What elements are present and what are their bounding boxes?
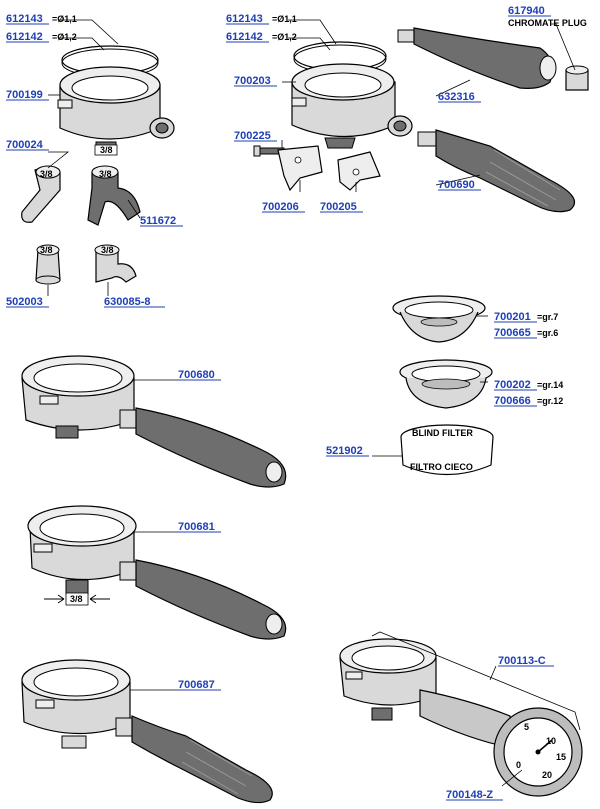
label-632316: 632316 (438, 91, 475, 103)
size-612143-right: =Ø1,1 (272, 14, 297, 24)
thread-markers-left: 3/8 3/8 3/8 3/8 3/8 (40, 144, 118, 255)
label-700202: 700202 (494, 379, 531, 391)
label-612142-left: 612142 (6, 31, 43, 43)
pressure-gauge-700148-z: 10 15 20 5 0 (493, 707, 583, 797)
grams-700665: =gr.6 (537, 328, 558, 338)
label-612142-right: 612142 (226, 31, 263, 43)
label-700666: 700666 (494, 395, 531, 407)
thread-label: 3/8 (40, 169, 53, 179)
label-700680: 700680 (178, 369, 215, 381)
label-700024: 700024 (6, 139, 44, 151)
gauge-mark: 20 (542, 770, 552, 780)
label-521902: 521902 (326, 445, 363, 457)
spout-630085-8 (94, 244, 137, 283)
filter-holder-700680 (21, 355, 287, 488)
thread-label: 3/8 (99, 169, 112, 179)
gauge-mark: 0 (516, 760, 521, 770)
filter-holder-body-700203 (291, 41, 413, 149)
label-511672: 511672 (140, 215, 176, 227)
label-612143-right: 612143 (226, 13, 263, 25)
spout-502003 (35, 244, 61, 285)
label-700687: 700687 (178, 679, 215, 691)
chromate-plug-617940 (565, 65, 589, 91)
label-700201: 700201 (494, 311, 531, 323)
label-700665: 700665 (494, 327, 531, 339)
chromate-plug-text: CHROMATE PLUG (508, 18, 587, 28)
part-labels: 612143 =Ø1,1 612142 =Ø1,2 700199 700024 … (6, 5, 587, 801)
label-700690: 700690 (438, 179, 475, 191)
gauge-mark: 5 (524, 722, 529, 732)
size-612142-right: =Ø1,2 (272, 32, 297, 42)
handle-700690 (417, 129, 575, 213)
filter-holder-700681: 3/8 (27, 505, 287, 640)
grams-700666: =gr.12 (537, 396, 563, 406)
thread-label: 3/8 (40, 245, 53, 255)
filter-holder-body-700199 (57, 45, 175, 155)
size-612142-left: =Ø1,2 (52, 32, 77, 42)
label-612143-left: 612143 (6, 13, 43, 25)
grams-700201: =gr.7 (537, 312, 558, 322)
label-700225: 700225 (234, 130, 271, 142)
bracket-700206 (277, 145, 323, 192)
blind-filter-521902: BLIND FILTER FILTRO CIECO (400, 424, 494, 476)
leader-lines (47, 19, 576, 787)
label-502003: 502003 (6, 296, 43, 308)
size-612143-left: =Ø1,1 (52, 14, 77, 24)
label-700148-z: 700148-Z (446, 789, 493, 801)
handle-632316 (397, 27, 557, 89)
blind-filter-text: BLIND FILTER (412, 428, 473, 438)
bracket-700205 (337, 151, 381, 191)
thread-label: 3/8 (101, 245, 114, 255)
filter-basket-700202 (399, 359, 493, 409)
gauge-mark: 15 (556, 752, 566, 762)
filter-basket-700201 (392, 295, 486, 343)
label-630085-8: 630085-8 (104, 296, 151, 308)
label-700113-c: 700113-C (498, 655, 546, 667)
label-617940: 617940 (508, 5, 545, 17)
thread-label: 3/8 (70, 594, 83, 604)
label-700203: 700203 (234, 75, 271, 87)
spout-511672 (87, 165, 141, 226)
filter-holder-700687 (21, 659, 273, 804)
grams-700202: =gr.14 (537, 380, 563, 390)
filtro-cieco-text: FILTRO CIECO (410, 462, 473, 472)
filter-holder-700113-c (339, 631, 581, 749)
label-700199: 700199 (6, 89, 43, 101)
label-700205: 700205 (320, 201, 357, 213)
spout-700024 (21, 165, 61, 223)
thread-label: 3/8 (100, 145, 113, 155)
label-700206: 700206 (262, 201, 299, 213)
gauge-mark: 10 (546, 736, 556, 746)
label-700681: 700681 (178, 521, 215, 533)
